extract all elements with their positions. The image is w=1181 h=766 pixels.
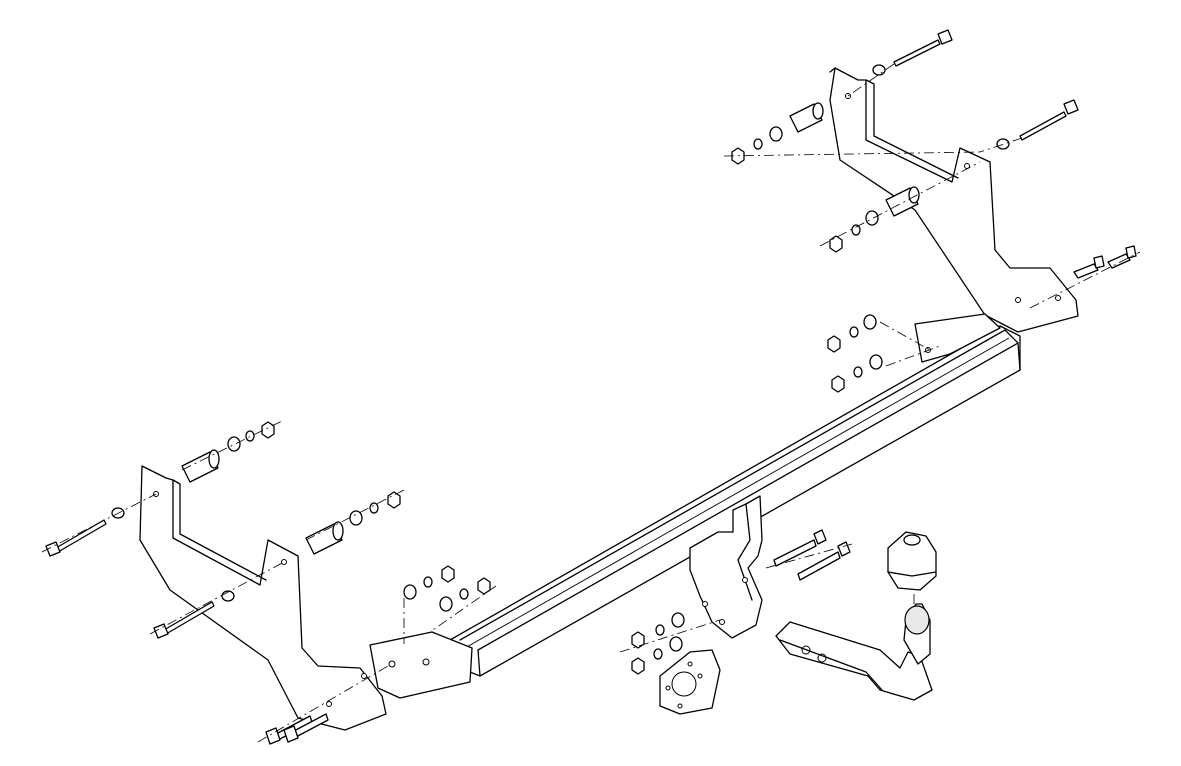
tow-ball-neck xyxy=(775,621,933,701)
center-tow-bracket xyxy=(689,495,763,639)
cross-beam xyxy=(449,325,1021,677)
bolt-left-upper xyxy=(45,507,125,557)
bolt-top-right-1 xyxy=(872,29,953,76)
spacer-right-lower xyxy=(885,186,920,217)
spacer-left-upper xyxy=(181,449,220,483)
bolts-right-end xyxy=(1073,245,1137,279)
assembly-axis-lines xyxy=(41,63,1141,743)
washers-nuts-right-lower xyxy=(829,210,879,253)
bolts-left-end xyxy=(265,713,329,745)
washers-nuts-left-upper xyxy=(227,421,275,452)
ball-cap xyxy=(887,531,937,591)
left-mounting-bracket xyxy=(139,465,387,731)
tow-ball xyxy=(903,603,931,665)
washers-nuts-beam-right xyxy=(827,314,883,393)
left-end-plate xyxy=(369,631,473,699)
washers-nuts-left-lower xyxy=(349,491,401,526)
spacer-left-lower xyxy=(305,521,344,555)
washers-nuts-right-upper xyxy=(731,126,783,165)
bolt-top-right-2 xyxy=(996,99,1079,150)
washers-nuts-left-beam xyxy=(403,565,491,612)
socket-plate xyxy=(659,649,721,715)
bolts-center-bracket xyxy=(773,529,851,581)
bolt-left-middle xyxy=(153,590,235,639)
washers-nuts-center xyxy=(631,612,685,675)
spacer-right-upper xyxy=(789,102,824,133)
right-mounting-bracket xyxy=(829,67,1079,333)
